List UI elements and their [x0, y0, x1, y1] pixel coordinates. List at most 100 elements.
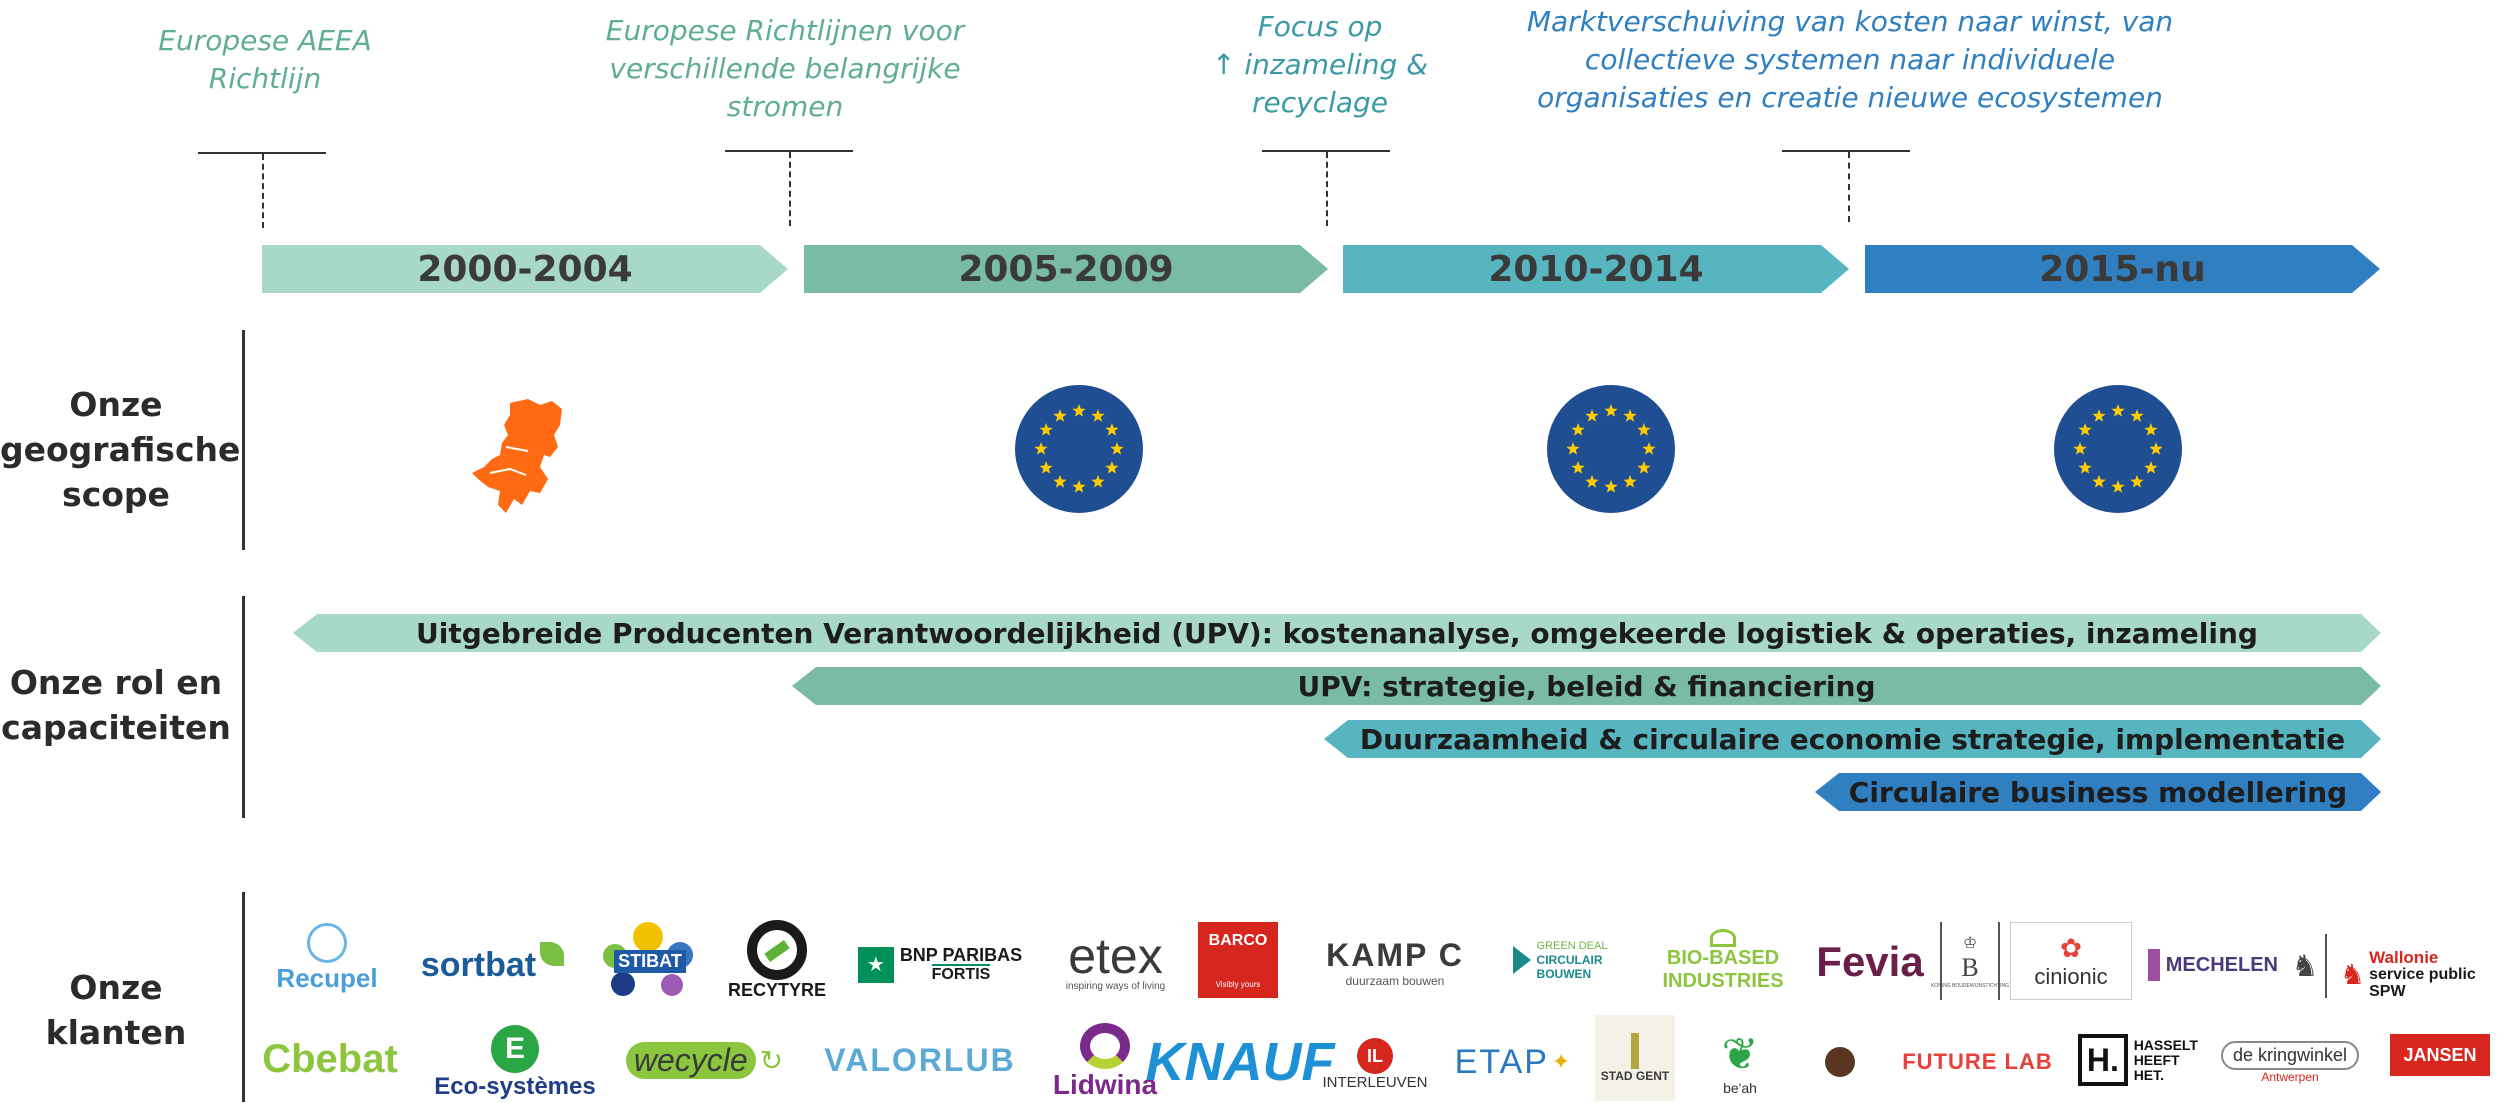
annotation-dash-3: [1326, 152, 1328, 226]
eu-star-icon: [1053, 409, 1067, 422]
client-logo-recytyre: RECYTYRE: [722, 915, 832, 1005]
flemish-lion-icon: ♞: [2291, 949, 2319, 983]
annotation-dash-4: [1848, 152, 1850, 222]
eu-star-icon: [1571, 423, 1585, 436]
eu-star-icon: [1637, 461, 1651, 474]
eu-star-icon: [2130, 474, 2144, 488]
client-logo-stibat: STIBAT: [595, 916, 705, 1006]
eu-flag-icon: [1547, 385, 1675, 513]
eu-star-icon: [2130, 409, 2144, 422]
eu-star-icon: [1105, 423, 1119, 436]
hasselt-h-icon: H.: [2078, 1034, 2128, 1086]
client-logo-mechelen: MECHELEN: [2148, 940, 2278, 990]
role-bar-upv-strategy: UPV: strategie, beleid & financiering: [792, 667, 2381, 705]
eu-star-icon: [1091, 409, 1105, 422]
eu-star-icon: [2149, 442, 2163, 455]
client-logo-interleuven: IL INTERLEUVEN: [1320, 1028, 1430, 1100]
annotation-focus: Focus op ↑ inzameling & recyclage: [1211, 10, 1429, 119]
client-logo-wallonie-spw: ♞ Wallonie service public SPW: [2340, 947, 2476, 1000]
eu-star-icon: [1091, 474, 1105, 488]
eu-star-icon: [2144, 461, 2158, 474]
roles-separator: [242, 596, 245, 818]
eu-star-icon: [1105, 461, 1119, 474]
eu-star-icon: [1604, 480, 1618, 493]
eu-star-icon: [1039, 423, 1053, 436]
client-logo-coffee-icon: [1800, 1034, 1880, 1090]
clients-separator: [242, 892, 245, 1102]
eu-star-icon: [2092, 474, 2106, 488]
coffee-bean-icon: [1825, 1047, 1855, 1077]
client-logo-hasselt: H. HASSELT HEEFT HET.: [2078, 1028, 2198, 1092]
client-logo-green-deal: GREEN DEAL CIRCULAIR BOUWEN: [1505, 930, 1615, 990]
client-logo-recupel: Recupel: [262, 918, 392, 998]
client-logo-kamp-c: KAMP C duurzaam bouwen: [1326, 936, 1464, 988]
eu-star-icon: [1623, 409, 1637, 422]
mechelen-m-icon: [2148, 949, 2160, 981]
client-logo-sortbat: sortbat: [410, 935, 575, 995]
client-logo-lidwina: Lidwina: [1045, 1022, 1165, 1102]
recytyre-tyre-icon: [747, 919, 807, 980]
client-logo-knauf: KNAUF: [1145, 1032, 1335, 1092]
client-logo-bio-based-industries: BIO-BASED INDUSTRIES: [1648, 925, 1798, 997]
period-2015-nu: 2015-nu: [1865, 245, 2380, 293]
annotation-marktverschuiving: Marktverschuiving van kosten naar winst,…: [1526, 5, 2174, 114]
role-bar-upv-operations: Uitgebreide Producenten Verantwoordelijk…: [293, 614, 2381, 652]
eu-star-icon: [2073, 442, 2087, 455]
eco-systemes-e-icon: E: [491, 1025, 539, 1073]
annotation-dash-1: [262, 154, 264, 228]
eu-star-icon: [1585, 474, 1599, 488]
client-logo-koning-boudewijnstichting: ♔ B KONING BOUDEWIJNSTICHTING: [1931, 922, 2009, 1000]
eu-star-icon: [2144, 423, 2158, 436]
eu-star-icon: [1585, 409, 1599, 422]
eu-star-icon: [2111, 404, 2125, 417]
eu-star-icon: [1110, 442, 1124, 455]
lidwina-swirl-icon: [1080, 1023, 1130, 1069]
etap-light-icon: ✦: [1551, 1049, 1571, 1074]
eu-star-icon: [1072, 480, 1086, 493]
row-label-roles: Onze rol en capaciteiten: [1, 663, 231, 747]
green-deal-arrow-icon: [1512, 946, 1531, 974]
eu-flag-icon: [2054, 385, 2182, 513]
client-logo-cinionic: ✿ cinionic: [2010, 922, 2132, 1000]
client-logo-valorlub: VALORLUB: [824, 1041, 1016, 1078]
client-logo-vlaanderen-lion: ♞: [2285, 934, 2327, 998]
client-logo-fevia: Fevia: [1816, 938, 1924, 985]
interleuven-il-icon: IL: [1357, 1037, 1393, 1074]
eu-star-icon: [2092, 409, 2106, 422]
eu-star-icon: [1623, 474, 1637, 488]
client-logo-future-lab: FUTURE LAB: [1902, 1049, 2053, 1074]
role-bar-sustainability: Duurzaamheid & circulaire economie strat…: [1324, 720, 2381, 758]
eu-star-icon: [1053, 474, 1067, 488]
annotation-connector-2: [725, 150, 853, 152]
period-2010-2014: 2010-2014: [1343, 245, 1849, 293]
stad-gent-tower-icon: [1631, 1033, 1639, 1069]
eu-star-icon: [2111, 480, 2125, 493]
period-2005-2009: 2005-2009: [804, 245, 1328, 293]
annotation-dash-2: [789, 152, 791, 226]
leaf-icon: [540, 942, 565, 966]
eu-star-icon: [1039, 461, 1053, 474]
role-bar-business-modelling: Circulaire business modellering: [1815, 773, 2381, 811]
period-2000-2004: 2000-2004: [262, 245, 788, 293]
scope-separator: [242, 330, 245, 550]
eu-star-icon: [1566, 442, 1580, 455]
eu-star-icon: [2078, 461, 2092, 474]
eu-star-icon: [2078, 423, 2092, 436]
kbs-crown-icon: ♔: [1962, 935, 1978, 952]
client-logo-wecycle: wecycle ↻: [622, 1032, 787, 1088]
client-logo-barco: BARCO Visibly yours: [1198, 922, 1278, 998]
eu-flag-icon: [1015, 385, 1143, 513]
eu-star-icon: [1034, 442, 1048, 455]
eu-star-icon: [1637, 423, 1651, 436]
annotation-richtlijnen: Europese Richtlijnen voor verschillende …: [605, 14, 965, 123]
recupel-mark-icon: [307, 922, 347, 963]
annotation-connector-3: [1262, 150, 1390, 152]
bnp-stars-icon: ★: [857, 947, 894, 983]
eu-star-icon: [1072, 404, 1086, 417]
client-logo-stad-gent: STAD GENT: [1595, 1015, 1675, 1101]
kbs-b-letter: B: [1961, 953, 1979, 982]
bbi-plant-icon: [1710, 929, 1736, 947]
row-label-clients: Onze klanten: [45, 968, 187, 1052]
wecycle-loop-icon: ↻: [759, 1044, 784, 1076]
eu-star-icon: [1571, 461, 1585, 474]
